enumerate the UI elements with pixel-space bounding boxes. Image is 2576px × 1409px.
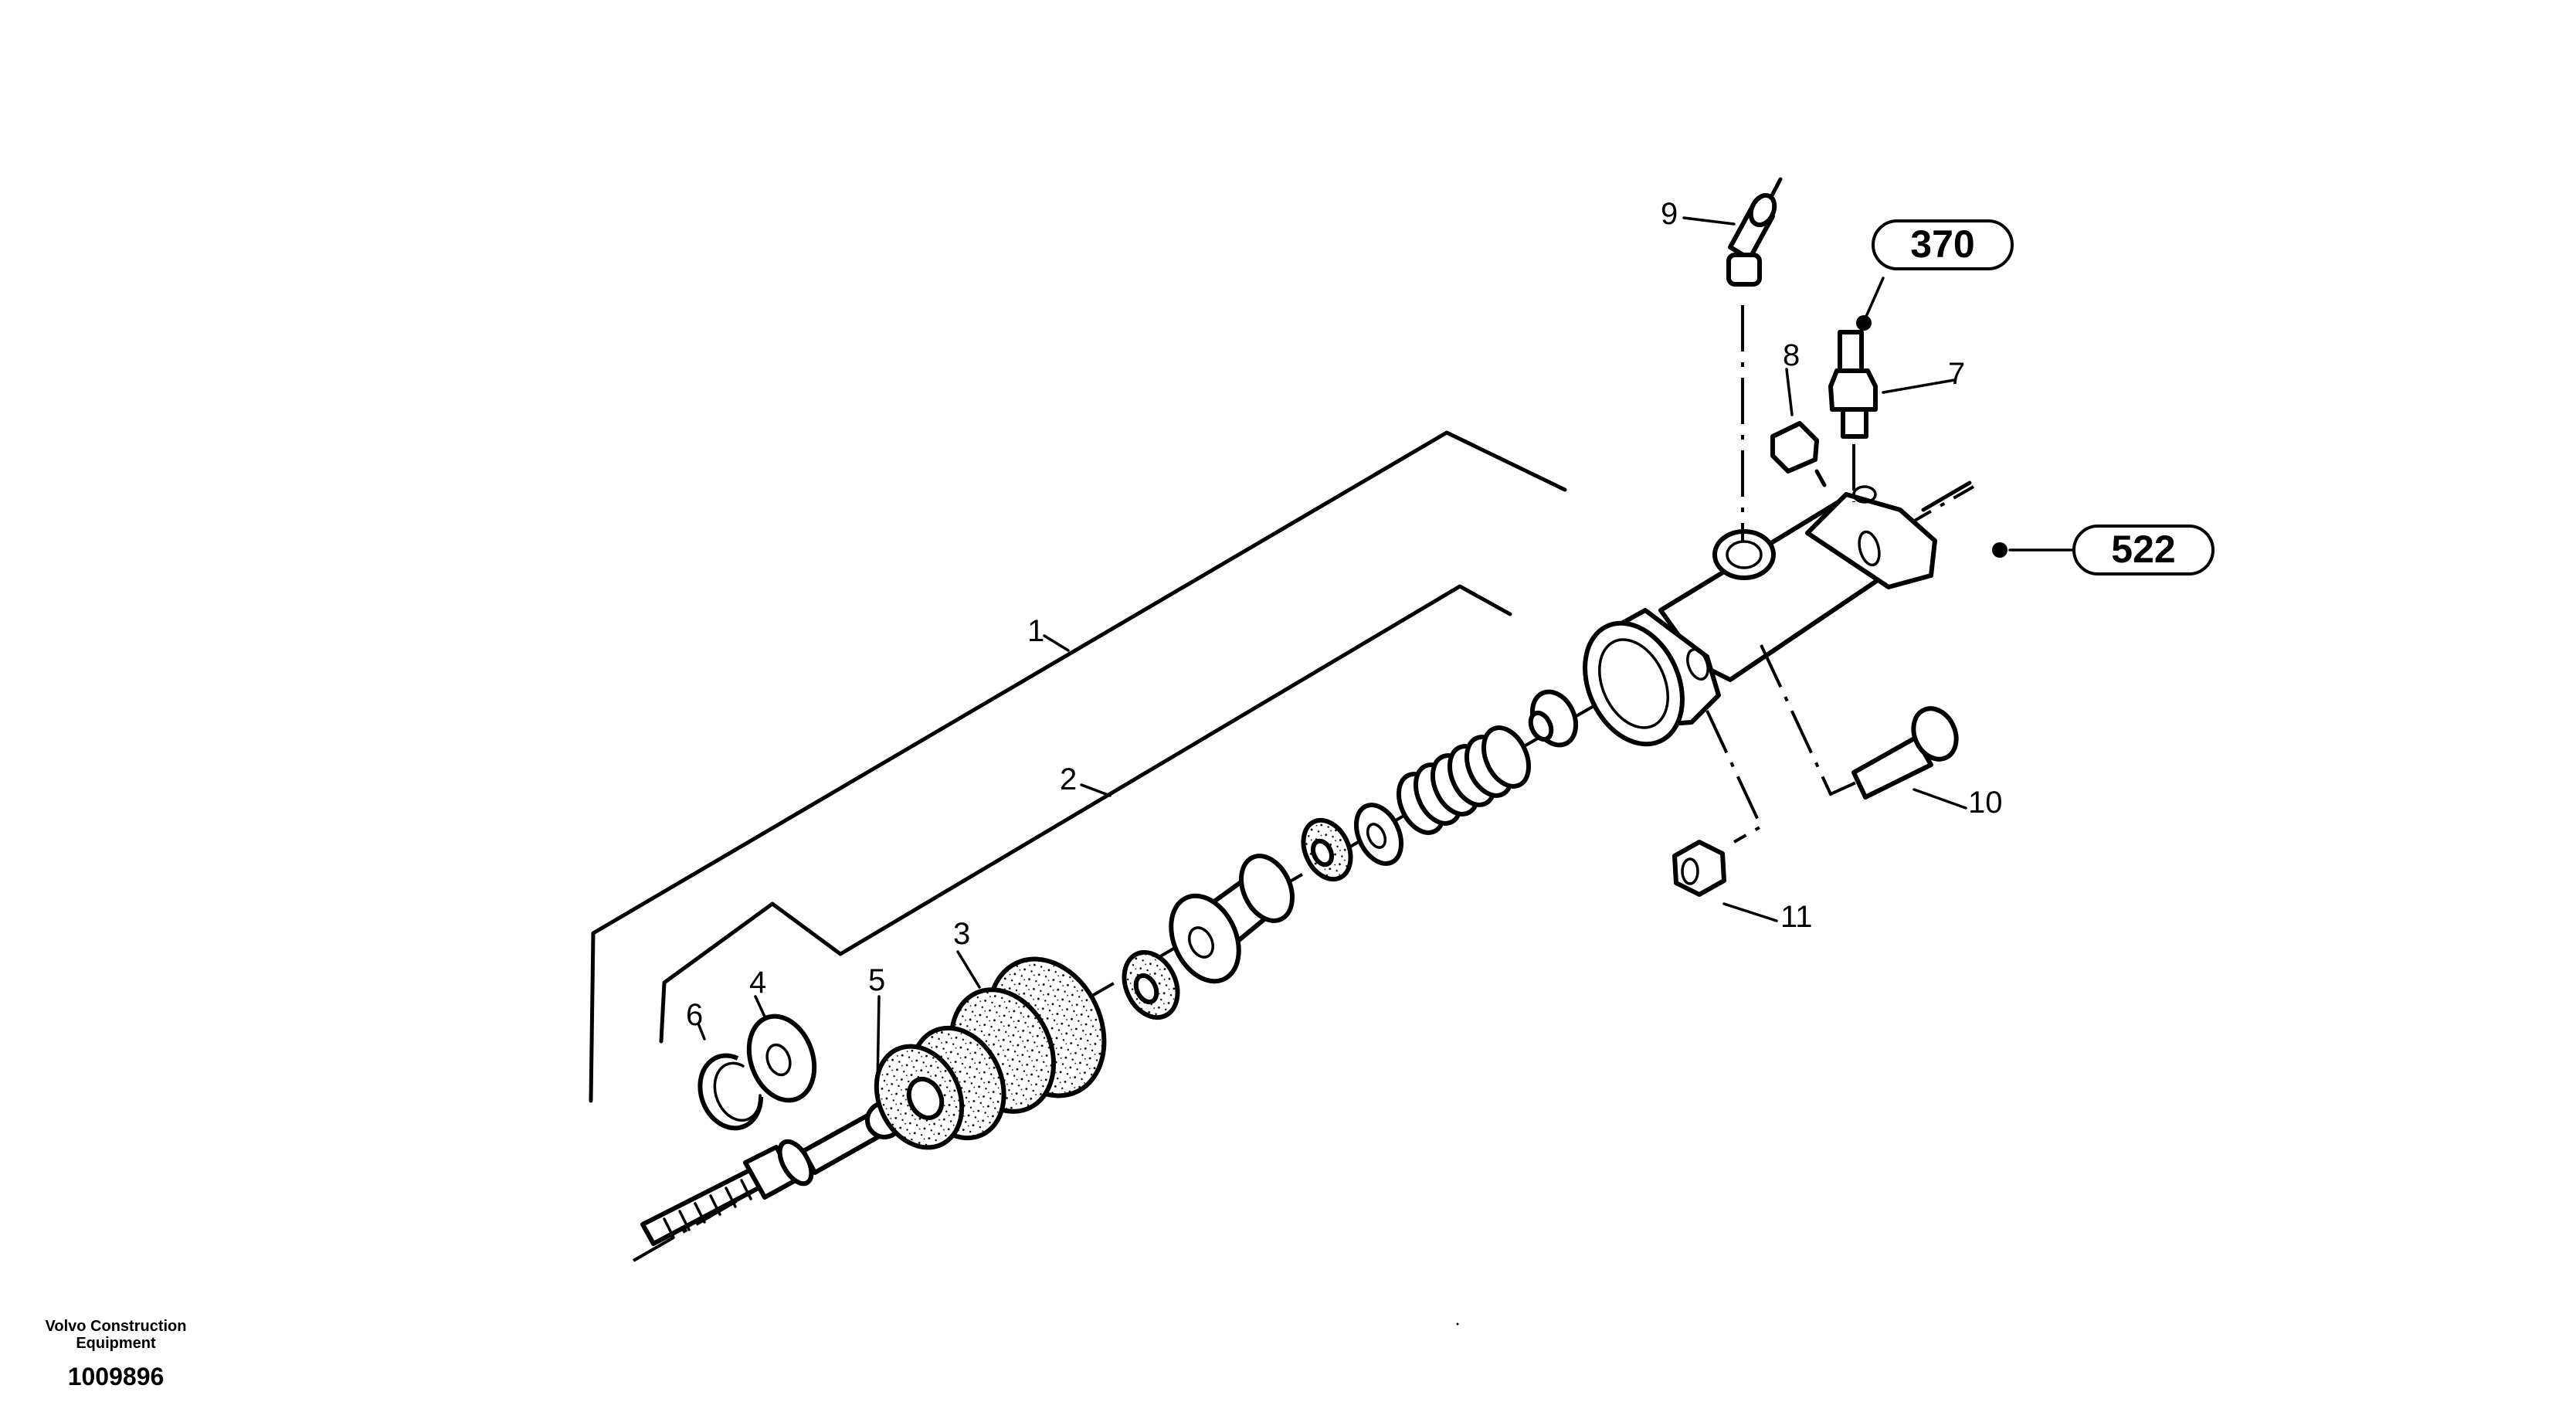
piston: [1169, 854, 1295, 984]
label-item-7: 7: [1948, 357, 1965, 391]
label-item-2: 2: [1060, 762, 1077, 796]
document-number: 1009896: [67, 1363, 165, 1390]
push-rod: [640, 1101, 904, 1246]
label-item-11: 11: [1780, 900, 1813, 934]
reference-370-text: 370: [1910, 222, 1974, 266]
bolt: [1760, 644, 1959, 800]
seal-inner: [1301, 817, 1353, 882]
label-item-8: 8: [1783, 338, 1800, 372]
cylinder-body: [1583, 480, 1972, 747]
reference-522[interactable]: 522: [2072, 525, 2215, 575]
label-item-5: 5: [868, 963, 885, 997]
valve: [1528, 689, 1579, 748]
label-item-6: 6: [686, 998, 703, 1032]
leader-lines: [697, 216, 2075, 1087]
label-item-9: 9: [1661, 197, 1678, 231]
reference-522-text: 522: [2111, 528, 2175, 571]
stray-dot: [1456, 1322, 1459, 1326]
spring-seat: [1353, 803, 1404, 866]
seal-outer: [1122, 949, 1180, 1020]
label-item-4: 4: [749, 966, 766, 1000]
footer: Volvo Construction Equipment 1009896: [0, 1318, 232, 1391]
nut: [1672, 710, 1763, 897]
item-labels: 1 2 3 4 5 6 7 8 9 10 11: [686, 197, 2003, 1032]
reference-370[interactable]: 370: [1872, 219, 2014, 270]
washer: [746, 1013, 817, 1103]
brand-line-2: Equipment: [76, 1335, 156, 1352]
plug: [1770, 421, 1827, 487]
pressure-switch: [1828, 330, 1878, 502]
hose-nipple: [1726, 177, 1783, 541]
ref-dot-522: [1992, 542, 2008, 558]
label-item-1: 1: [1027, 614, 1044, 648]
return-spring: [1396, 725, 1532, 835]
brand-line-1: Volvo Construction: [45, 1318, 187, 1335]
circlip: [697, 1053, 764, 1131]
ref-dot-370: [1856, 315, 1872, 331]
bracket-item-1: [589, 430, 1567, 1103]
label-item-10: 10: [1968, 786, 2003, 820]
bracket-item-2: [659, 584, 1512, 1044]
label-item-3: 3: [953, 917, 970, 951]
rubber-boot: [874, 956, 1107, 1150]
